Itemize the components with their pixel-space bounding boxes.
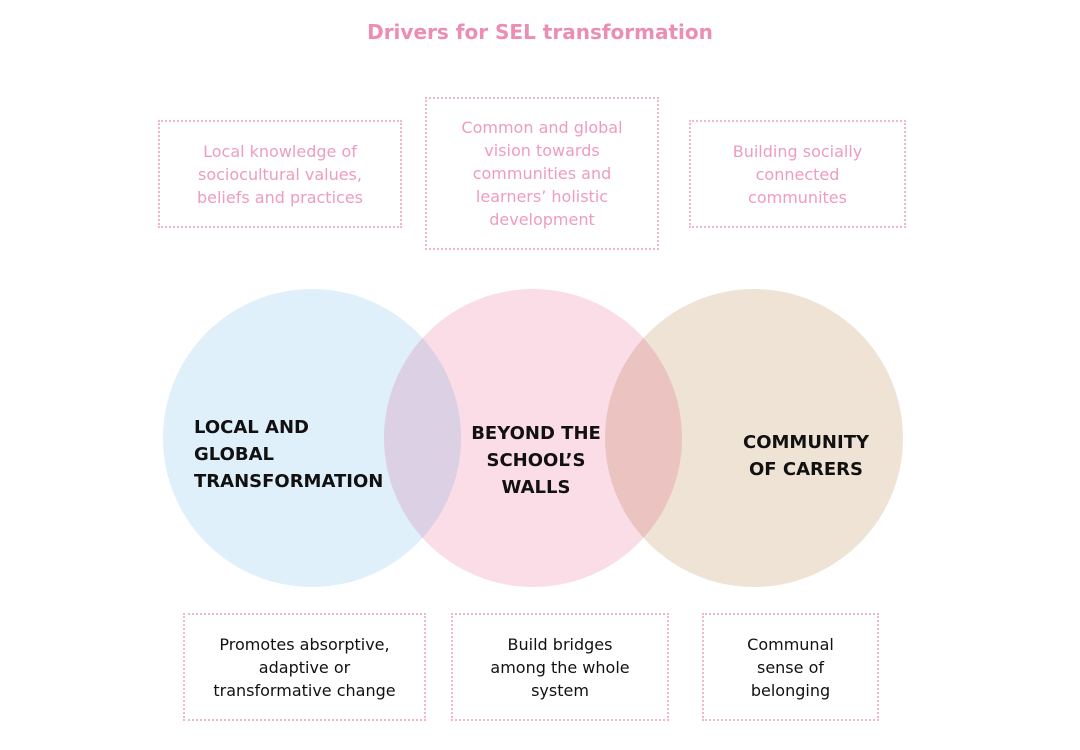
box-text: Build bridges among the whole system <box>490 634 630 700</box>
outcome-box-belonging: Communal sense of belonging <box>702 613 879 721</box>
label-local-global: LOCAL AND GLOBAL TRANSFORMATION <box>194 417 384 492</box>
box-text: Promotes absorptive, adaptive or transfo… <box>213 634 396 700</box>
driver-box-common-vision: Common and global vision towards communi… <box>425 97 659 250</box>
diagram-title: Drivers for SEL transformation <box>367 20 713 44</box>
circle-local-global <box>163 289 461 587</box>
box-text: Local knowledge of sociocultural values,… <box>196 141 363 207</box>
outcome-box-change: Promotes absorptive, adaptive or transfo… <box>183 613 426 721</box>
label-community-carers: COMMUNITY OF CARERS <box>742 432 870 480</box>
outcome-box-bridges: Build bridges among the whole system <box>451 613 669 721</box>
box-text: Building socially connected communites <box>732 141 863 207</box>
circle-community-carers <box>605 289 903 587</box>
box-text: Common and global vision towards communi… <box>461 118 623 229</box>
box-text: Communal sense of belonging <box>747 634 834 700</box>
driver-box-local-knowledge: Local knowledge of sociocultural values,… <box>158 120 402 228</box>
label-beyond-walls: BEYOND THE SCHOOL’S WALLS <box>471 423 601 498</box>
driver-box-connected-communities: Building socially connected communites <box>689 120 906 228</box>
circle-beyond-walls <box>384 289 682 587</box>
